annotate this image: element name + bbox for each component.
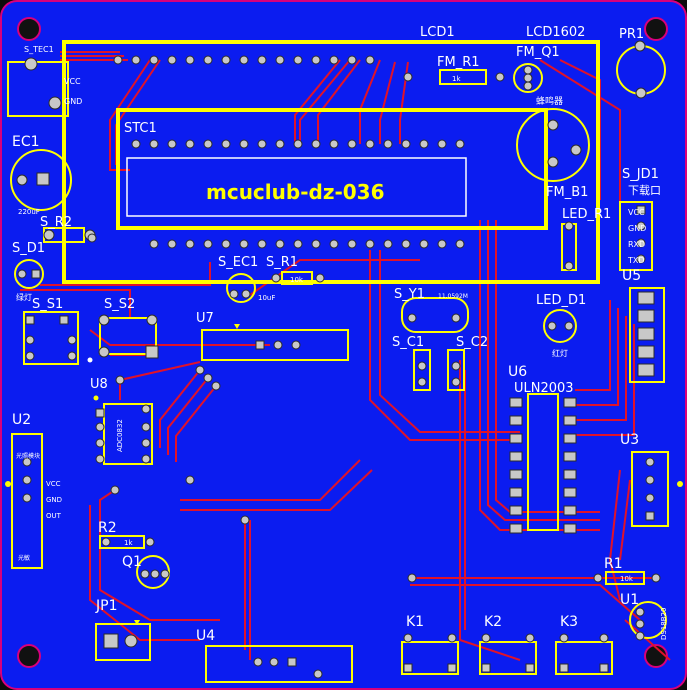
jd-txd-label: TXD	[627, 256, 645, 265]
s-c1-label: S_C1	[392, 335, 424, 350]
u2-top-label: 光照模块	[16, 452, 40, 460]
silkscreen-frames	[7, 40, 669, 683]
uln2003-label: ULN2003	[514, 381, 574, 396]
s-r1-value: 10k	[290, 276, 304, 284]
u1-chip-label: DS18B20	[660, 608, 668, 640]
s-s2-label: S_S2	[104, 297, 135, 312]
u7-label: U7	[196, 311, 214, 326]
s-d1-sublabel: 绿灯	[16, 292, 32, 302]
ec1-value: 220uF	[18, 208, 40, 216]
polarity-markers	[5, 324, 683, 625]
u8-chip-label: ADC0832	[116, 419, 124, 452]
u2-label: U2	[12, 412, 31, 428]
fm-q1-label: FM_Q1	[516, 45, 560, 60]
lcd1602-label: LCD1602	[526, 25, 585, 40]
s-jd1-label: S_JD1	[622, 167, 659, 182]
u5-label: U5	[622, 268, 641, 284]
pr1-label: PR1	[619, 27, 644, 42]
ec1-label: EC1	[12, 134, 40, 150]
mounting-holes	[17, 17, 668, 668]
r2-label: R2	[98, 520, 117, 536]
jd-rxd-label: RXD	[628, 240, 645, 249]
s-tec1-label: S_TEC1	[24, 45, 54, 54]
tec-vcc-label: VCC	[64, 77, 81, 86]
fm-r1-label: FM_R1	[437, 55, 480, 70]
stc1-label: STC1	[124, 121, 157, 136]
q1-label: Q1	[122, 554, 142, 570]
jd-gnd-label: GND	[628, 224, 646, 233]
k1-label: K1	[406, 614, 424, 630]
download-port-label: 下载口	[628, 184, 661, 197]
r1-value: 10k	[620, 575, 634, 583]
fm-b1-label: FM_B1	[546, 185, 588, 200]
r2-value: 1k	[124, 539, 133, 547]
u2-bottom-label: 光敏	[18, 554, 30, 562]
mcu-frame	[116, 108, 548, 230]
r1-label: R1	[604, 556, 623, 572]
s-ec1-label: S_EC1	[218, 255, 258, 270]
k3-label: K3	[560, 614, 578, 630]
s-y1-label: S_Y1	[394, 287, 425, 302]
jp1-label: JP1	[95, 598, 117, 614]
u4-label: U4	[196, 628, 215, 644]
u3-label: U3	[620, 432, 639, 448]
led-d1-label: LED_D1	[536, 293, 586, 308]
s-r2-label: S_R2	[40, 215, 72, 230]
jd-vcc-label: VCC	[628, 208, 645, 217]
u2-out-label: OUT	[46, 512, 62, 520]
s-r1-label: S_R1	[266, 255, 298, 270]
tec-gnd-label: GND	[64, 97, 82, 106]
s-ec1-value: 10uF	[258, 294, 275, 302]
fm-r1-value: 1k	[452, 75, 461, 83]
u6-label: U6	[508, 364, 527, 380]
buzzer-label: 蜂鸣器	[536, 95, 563, 107]
u2-gnd-label: GND	[46, 496, 62, 504]
u1-label: U1	[620, 592, 639, 608]
s-y1-value: 11.0592M	[438, 293, 468, 300]
s-d1-label: S_D1	[12, 241, 45, 256]
u8-label: U8	[90, 377, 108, 392]
s-c2-label: S_C2	[456, 335, 488, 350]
s-s1-label: S_S1	[32, 297, 63, 312]
led-d1-sublabel: 红灯	[552, 348, 568, 358]
board-title: mcuclub-dz-036	[206, 180, 385, 204]
component-pads	[16, 40, 661, 679]
k2-label: K2	[484, 614, 502, 630]
u2-vcc-label: VCC	[46, 480, 61, 488]
lcd1-label: LCD1	[420, 25, 455, 40]
led-r1-label: LED_R1	[562, 207, 611, 222]
